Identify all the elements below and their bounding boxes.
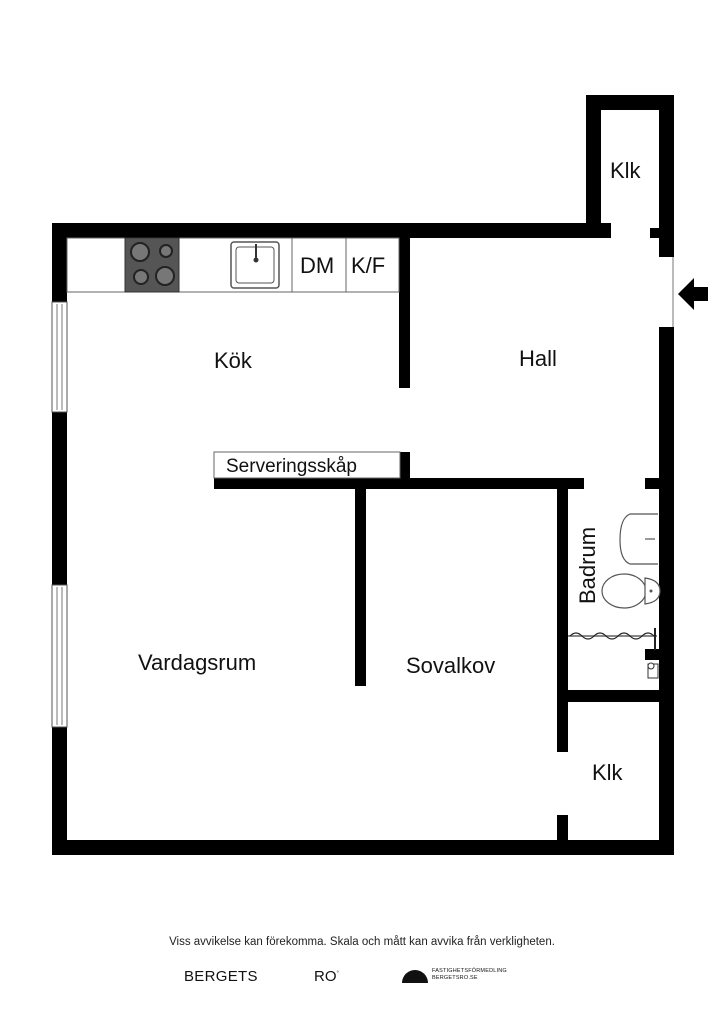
agency-logo-icon <box>402 970 428 983</box>
room-label-vardagsrum: Vardagsrum <box>138 650 256 675</box>
room-label-badrum: Badrum <box>575 527 600 604</box>
entrance-arrow-icon <box>678 278 708 310</box>
brand-ro-text: RO <box>314 968 337 985</box>
shower-head-icon <box>647 662 659 679</box>
stove-icon <box>124 237 180 293</box>
floor-plan: DM K/F Serveringsskåp Kök Hall Klk Varda… <box>51 95 708 855</box>
room-label-kok: Kök <box>214 348 253 373</box>
kitchen-counter: DM K/F <box>66 237 400 293</box>
serving-cabinet-label: Serveringsskåp <box>226 456 357 477</box>
room-label-klk-top: Klk <box>610 158 642 183</box>
brand-logo-left: BERGETS <box>184 968 258 985</box>
brand-logo-right: RO° <box>314 968 339 985</box>
toilet-icon <box>601 573 661 609</box>
room-label-klk-bottom: Klk <box>592 760 624 785</box>
shower-curtain-icon <box>568 628 657 650</box>
window-kok <box>51 301 68 413</box>
fridge-freezer-label: K/F <box>351 253 385 278</box>
agency-text: FASTIGHETSFÖRMEDLING BERGETSRO.SE <box>432 968 507 982</box>
room-label-hall: Hall <box>519 346 557 371</box>
agency-line-1: FASTIGHETSFÖRMEDLING <box>432 968 507 974</box>
sink-icon <box>230 241 280 289</box>
serving-cabinet: Serveringsskåp <box>213 451 401 479</box>
washbasin-icon <box>619 513 658 565</box>
window-vardagsrum <box>51 584 68 728</box>
agency-line-2: BERGETSRO.SE <box>432 975 478 981</box>
room-label-sovalkov: Sovalkov <box>406 653 495 678</box>
dishwasher-label: DM <box>300 253 334 278</box>
brand-ro-mark: ° <box>336 971 339 977</box>
disclaimer-text: Viss avvikelse kan förekomma. Skala och … <box>169 936 555 948</box>
